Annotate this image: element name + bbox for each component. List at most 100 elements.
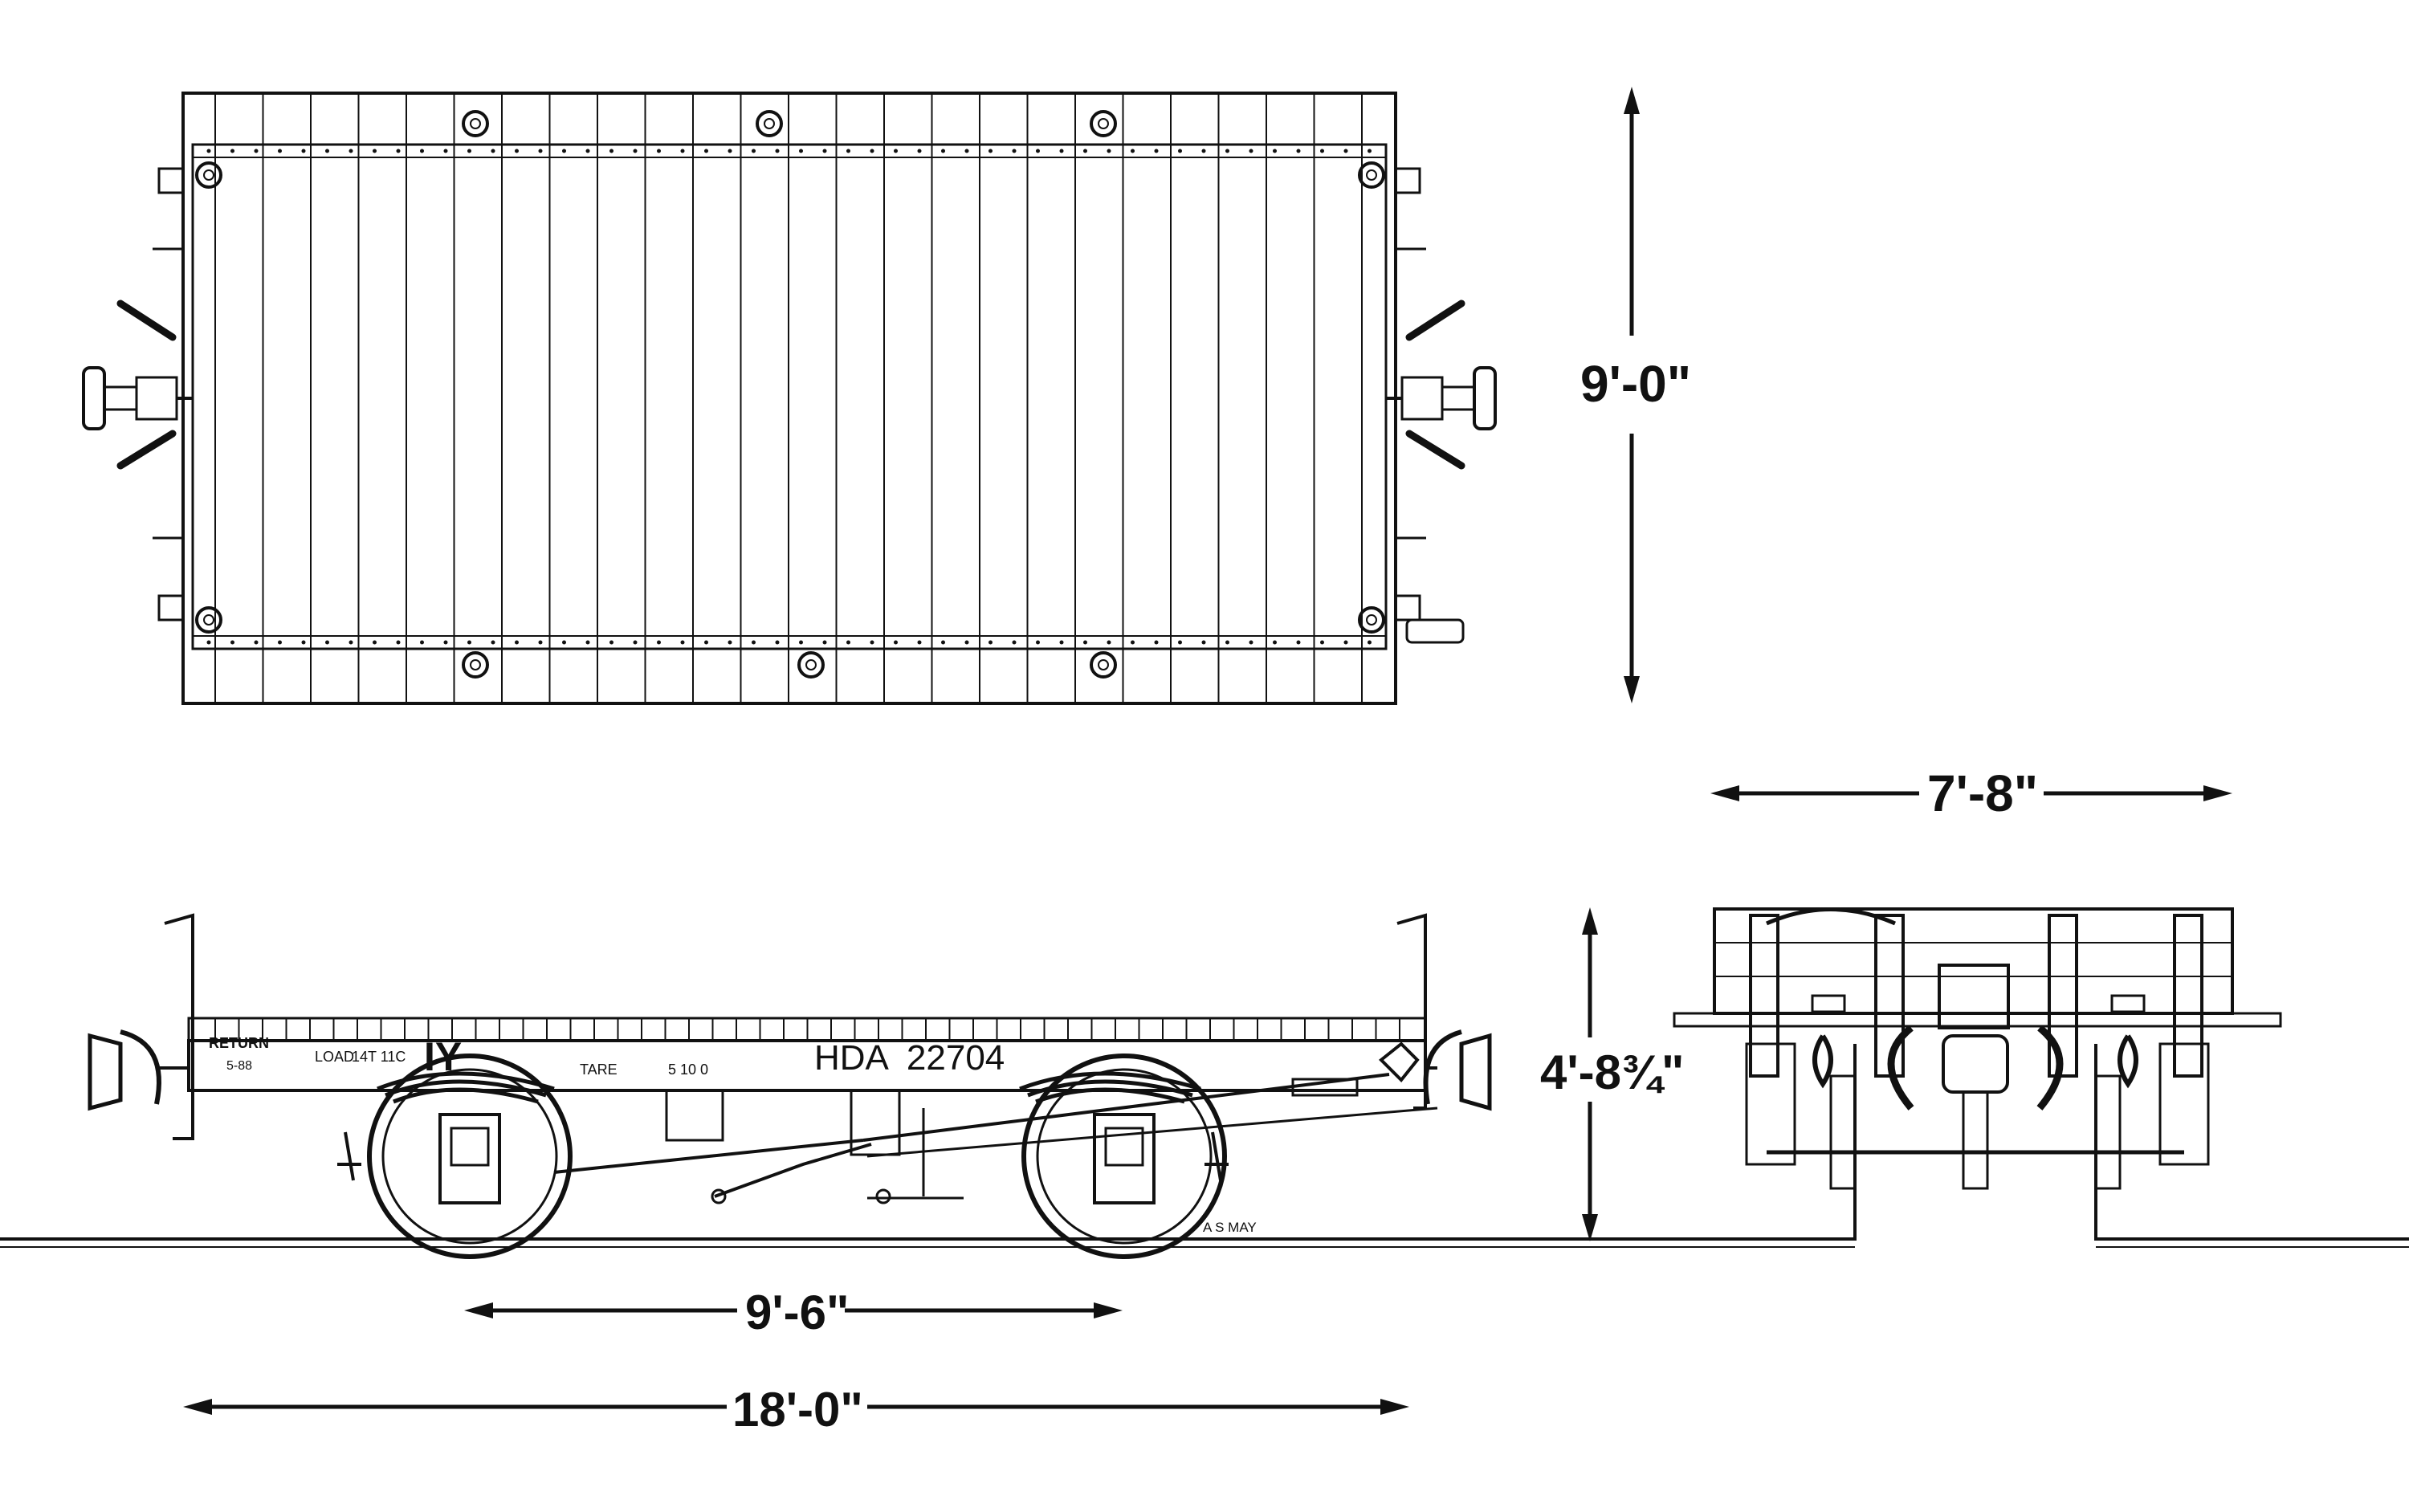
lashing-ring — [756, 110, 783, 137]
bolt — [1249, 149, 1253, 153]
bolt — [1107, 149, 1111, 153]
bolt — [1178, 149, 1182, 153]
bolt — [538, 640, 543, 645]
bolt — [728, 149, 732, 153]
bolt — [515, 640, 519, 645]
bolt — [1131, 149, 1135, 153]
bolt — [467, 640, 471, 645]
lashing-ring — [462, 651, 489, 679]
bolt — [230, 149, 234, 153]
bolt — [775, 149, 780, 153]
end-buffer-left — [1887, 1025, 1914, 1111]
dim-length: 18'-0" — [732, 1383, 863, 1437]
bolt — [704, 640, 708, 645]
bolt — [680, 640, 685, 645]
bolt — [775, 640, 780, 645]
bolt — [396, 149, 401, 153]
arrowhead — [1582, 907, 1598, 935]
ring-center — [1366, 614, 1377, 626]
left-buffers-plan — [82, 167, 193, 622]
bolt — [230, 640, 234, 645]
arrowhead — [2203, 785, 2232, 801]
bolt — [396, 640, 401, 645]
bolt — [538, 149, 543, 153]
bolt — [1296, 149, 1301, 153]
right-spring — [1019, 1071, 1201, 1104]
lashing-ring — [195, 161, 222, 189]
bolt — [1154, 149, 1159, 153]
load-label: LOAD — [315, 1049, 354, 1065]
bolt — [491, 640, 495, 645]
bolt — [988, 640, 993, 645]
bolt-rows — [206, 149, 1372, 645]
ring-center — [764, 118, 775, 129]
bolt — [1036, 149, 1040, 153]
bolt — [1107, 640, 1111, 645]
bolt — [988, 149, 993, 153]
ring-center — [1098, 659, 1109, 670]
bolt — [941, 149, 945, 153]
bolt — [917, 149, 922, 153]
deck-plank-ends — [214, 1018, 1400, 1041]
bolt — [941, 640, 945, 645]
bolt — [206, 640, 211, 645]
lashing-ring — [1358, 606, 1385, 634]
bolt — [657, 640, 661, 645]
bolt — [1368, 640, 1372, 645]
bolt — [870, 149, 874, 153]
bolt — [1178, 640, 1182, 645]
arrowhead — [183, 1399, 212, 1415]
side-elevation: RETURN 5-88 LOAD 14T 11C IY TARE 5 10 0 … — [88, 913, 1492, 1259]
bolt — [657, 149, 661, 153]
return-code: 5-88 — [226, 1059, 252, 1073]
lashing-ring — [195, 606, 222, 634]
bolt — [1320, 149, 1324, 153]
end-coupling — [1942, 1034, 2009, 1094]
dimension-lines: 9'-0" 7'-8" 4'-8¾" 9'-6" 18'-0" — [183, 87, 2232, 1437]
bolt — [1083, 640, 1087, 645]
arrowhead — [1094, 1302, 1123, 1318]
bolt — [301, 640, 306, 645]
end-buffer-right — [2036, 1025, 2064, 1111]
bolt — [278, 640, 282, 645]
end-stanchion-3 — [2048, 914, 2078, 1078]
bolt — [1012, 149, 1017, 153]
bolt — [443, 149, 448, 153]
bolt — [964, 640, 969, 645]
bolt — [562, 149, 566, 153]
end-body — [1713, 907, 2234, 1015]
ring-center — [203, 614, 214, 626]
lashing-rings — [195, 110, 1385, 679]
bolt — [325, 149, 329, 153]
end-stanchion-1 — [1749, 914, 1779, 1078]
bolt — [206, 149, 211, 153]
bolt — [1343, 640, 1348, 645]
bolt — [1249, 640, 1253, 645]
traffic-code: IY — [424, 1034, 462, 1079]
bolt — [254, 149, 259, 153]
ring-center — [1366, 169, 1377, 181]
bolt — [894, 640, 898, 645]
brake-gear — [553, 1041, 1438, 1204]
bolt — [964, 149, 969, 153]
bolt — [585, 149, 590, 153]
bolt — [1154, 640, 1159, 645]
return-label: RETURN — [209, 1035, 269, 1051]
wagon-number: HDA 22704 — [814, 1038, 1005, 1078]
bolt — [609, 149, 613, 153]
bolt — [515, 149, 519, 153]
bolt — [420, 149, 424, 153]
dim-height: 4'-8¾" — [1540, 1045, 1684, 1099]
bolt — [301, 149, 306, 153]
dim-top-width: 9'-0" — [1580, 355, 1691, 413]
end-plate — [1938, 964, 2010, 1029]
lashing-ring — [1090, 651, 1117, 679]
bolt — [1059, 640, 1064, 645]
bolt — [1131, 640, 1135, 645]
end-hook-right — [2118, 1034, 2138, 1089]
bolt — [728, 640, 732, 645]
bolt — [1368, 149, 1372, 153]
bolt — [799, 149, 803, 153]
right-wheel — [1021, 1054, 1229, 1259]
ring-center — [470, 659, 481, 670]
